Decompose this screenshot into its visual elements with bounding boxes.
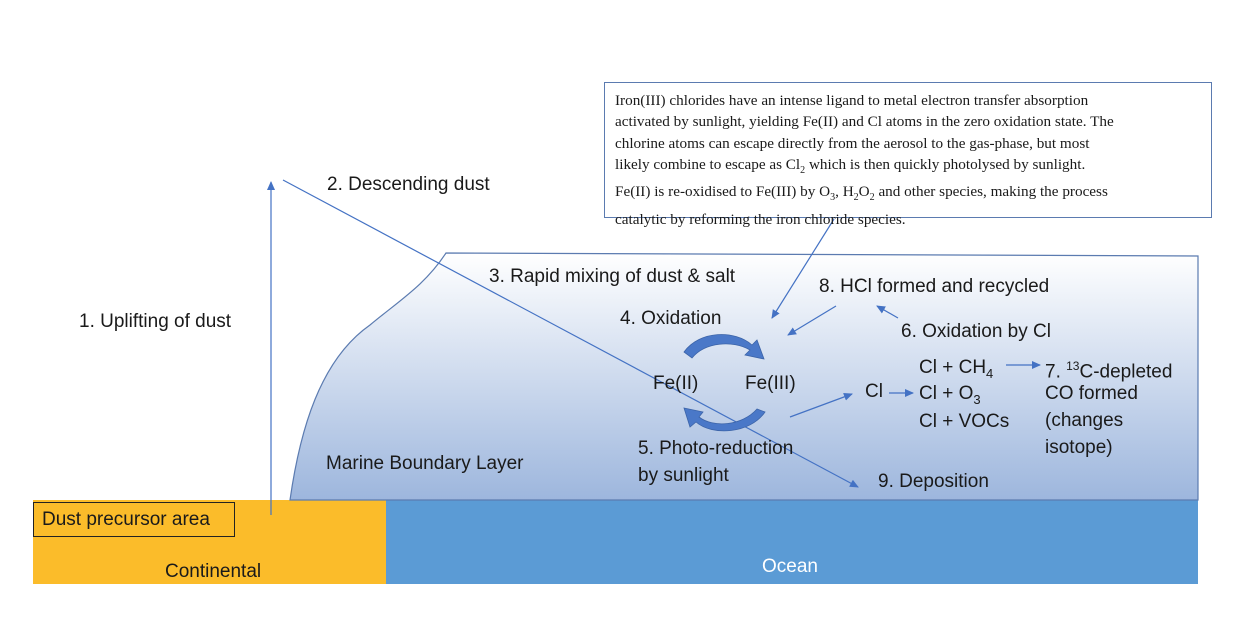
label-oxidation: 4. Oxidation — [620, 308, 722, 329]
label-rapid-mixing: 3. Rapid mixing of dust & salt — [489, 266, 736, 287]
note-line-5: Fe(II) is re-oxidised to Fe(III) by O3, … — [615, 183, 1108, 204]
descending-dust-arrow — [282, 179, 859, 488]
note-line-4: likely combine to escape as Cl2 which is… — [615, 155, 1086, 176]
label-descending: 2. Descending dust — [327, 174, 490, 195]
label-photo-reduction-2: by sunlight — [638, 465, 729, 486]
label-continental: Continental — [165, 561, 262, 582]
hcl-arrow — [787, 305, 837, 336]
note-line-6: catalytic by reforming the iron chloride… — [615, 210, 906, 228]
label-uplifting: 1. Uplifting of dust — [79, 311, 232, 332]
marine-boundary-layer — [289, 252, 1199, 501]
label-cl-o3: Cl + O3 — [919, 383, 981, 407]
label-co-formed-1: 7. 13C-depleted — [1045, 359, 1173, 383]
label-ocean: Ocean — [762, 556, 818, 577]
note-box: Iron(III) chlorides have an intense liga… — [604, 82, 1212, 228]
label-cl-vocs: Cl + VOCs — [919, 411, 1010, 432]
dust-precursor-box: Dust precursor area — [33, 502, 235, 537]
label-photo-reduction-1: 5. Photo-reduction — [638, 438, 794, 459]
fe-to-cl-arrow — [789, 393, 853, 418]
label-fe2: Fe(II) — [653, 373, 699, 394]
note-line-3: chlorine atoms can escape directly from … — [615, 134, 1090, 152]
label-oxidation-cl: 6. Oxidation by Cl — [901, 321, 1051, 342]
oxidation-cycle-arrow — [683, 334, 765, 360]
note-callout-arrow — [771, 218, 835, 319]
label-fe3: Fe(III) — [745, 373, 796, 394]
continental-area — [33, 500, 386, 584]
label-hcl: 8. HCl formed and recycled — [819, 276, 1050, 297]
note-line-2: activated by sunlight, yielding Fe(II) a… — [615, 113, 1114, 131]
label-cl-ch4: Cl + CH4 — [919, 357, 994, 381]
label-co-formed-2: CO formed — [1045, 383, 1138, 404]
note-line-1: Iron(III) chlorides have an intense liga… — [615, 92, 1089, 109]
label-co-formed-3: (changes — [1045, 410, 1124, 431]
label-dust-precursor: Dust precursor area — [42, 509, 210, 530]
label-cl: Cl — [865, 381, 883, 402]
cl-to-hcl-arrow — [876, 305, 899, 319]
label-deposition: 9. Deposition — [878, 471, 989, 492]
label-marine-boundary-layer: Marine Boundary Layer — [326, 453, 524, 474]
label-co-formed-4: isotope) — [1045, 437, 1113, 458]
ocean-area — [386, 500, 1198, 584]
reduction-cycle-arrow — [683, 407, 766, 432]
